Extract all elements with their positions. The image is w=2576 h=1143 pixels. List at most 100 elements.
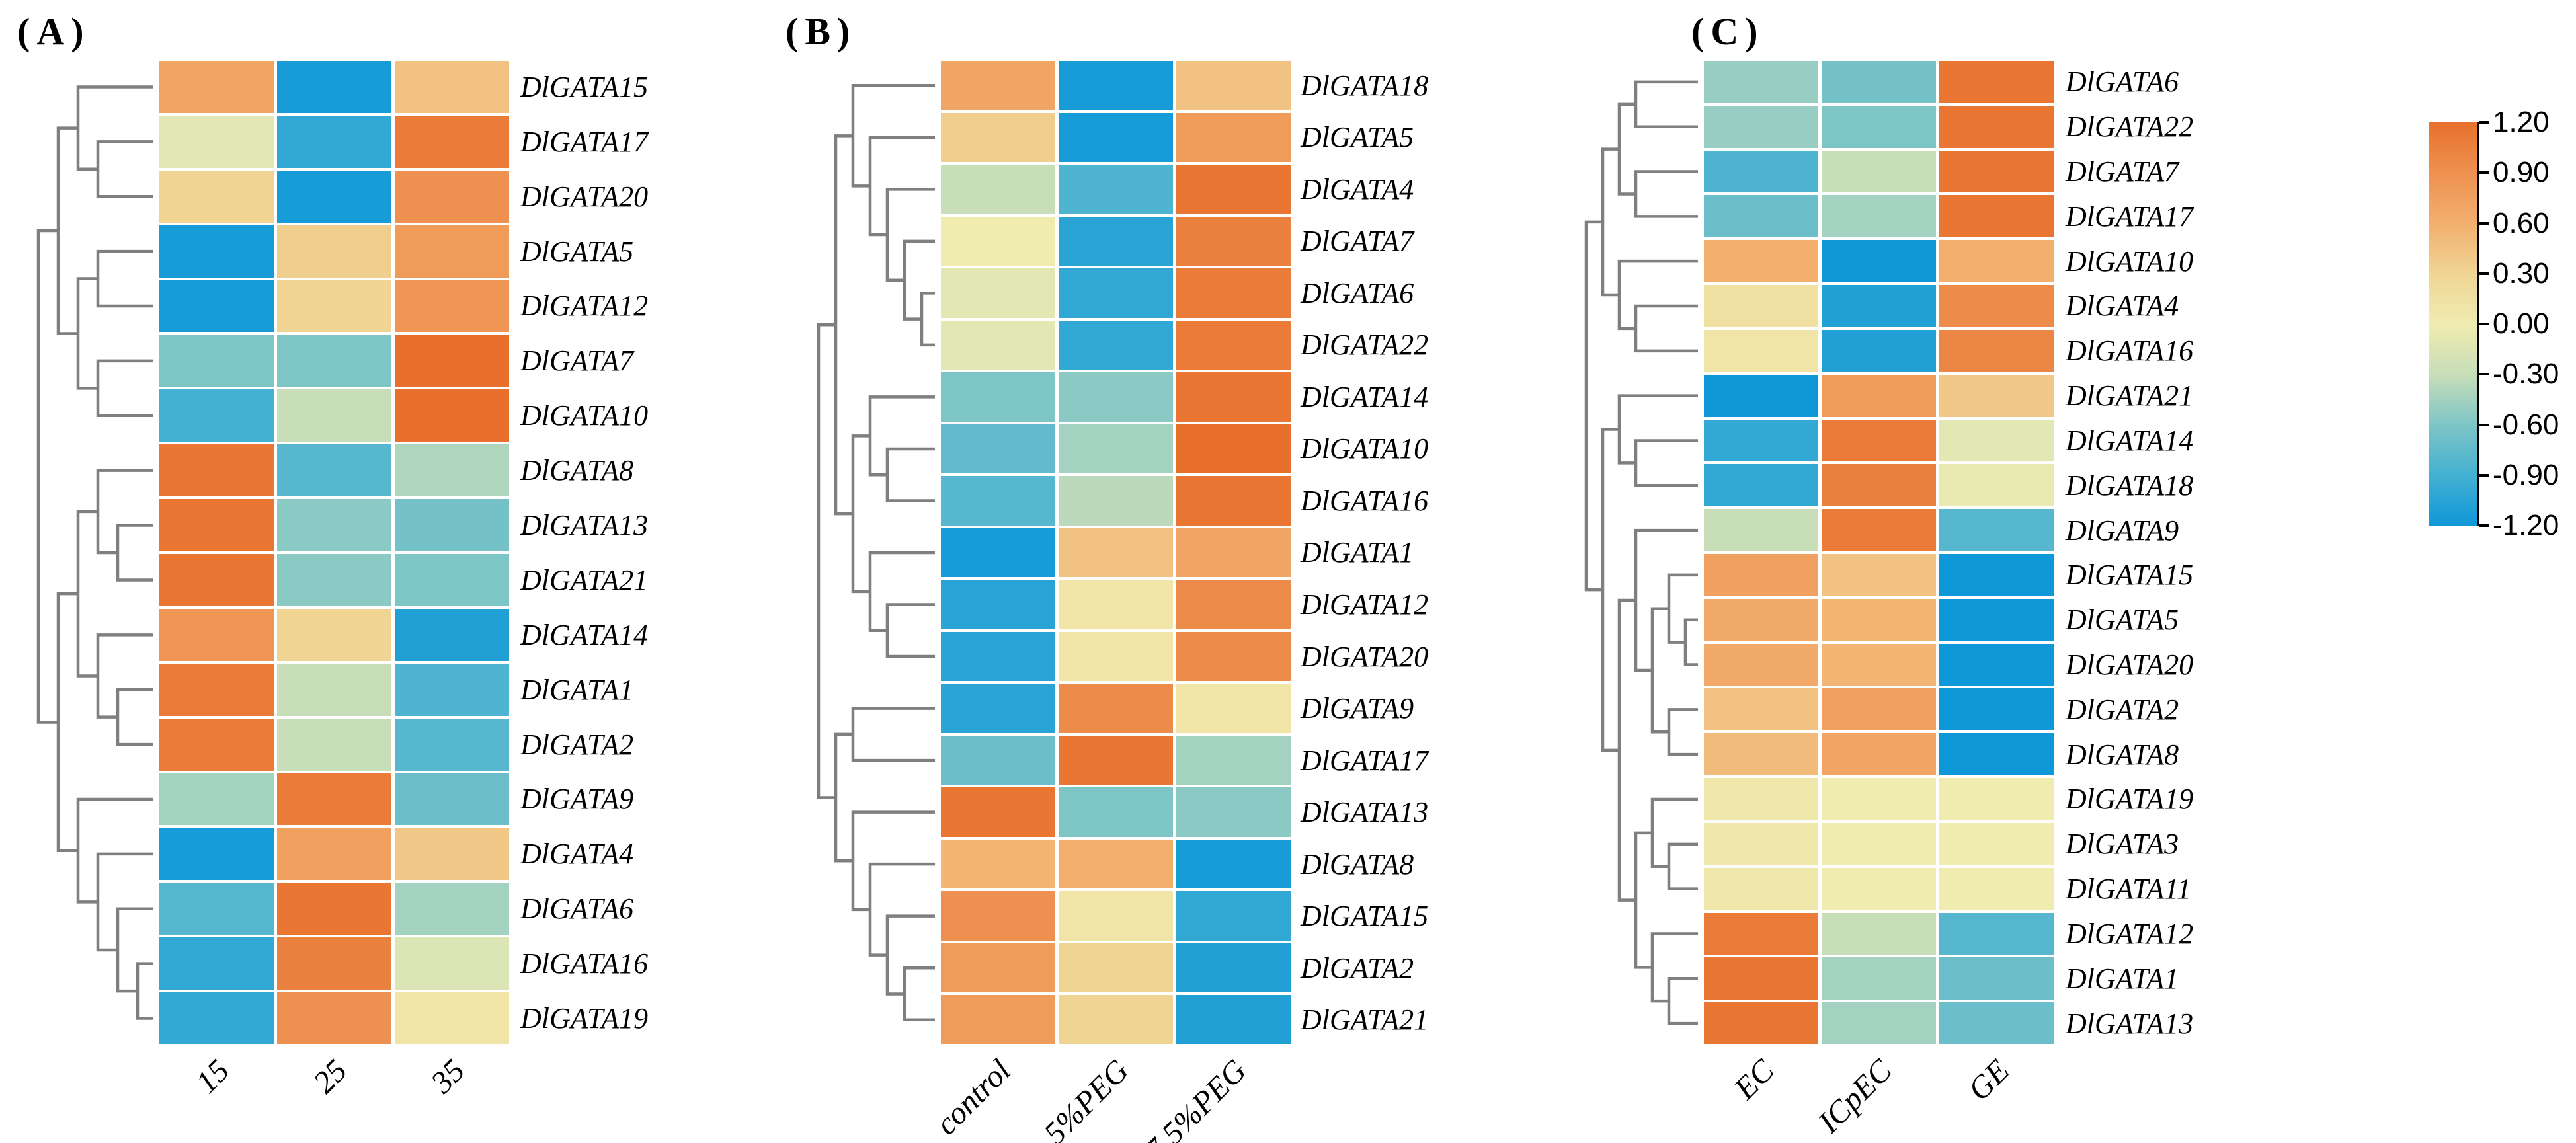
dendrogram-branch: [868, 395, 935, 477]
dendrogram-branch: [96, 249, 153, 308]
row-label: DlGATA1: [520, 673, 634, 706]
row-label: DlGATA16: [2066, 335, 2194, 368]
heatmap-cell: [1058, 112, 1173, 163]
heatmap-cell: [394, 444, 509, 497]
row-label: DlGATA19: [2066, 783, 2194, 816]
row-label: DlGATA17: [2066, 200, 2194, 233]
heatmap-cell: [1703, 374, 1818, 417]
dendrogram-branch: [903, 239, 935, 321]
dendrogram-branch: [1601, 147, 1619, 297]
heatmap-cell: [276, 225, 391, 278]
heatmap-cell: [940, 995, 1055, 1044]
dendrogram-branch: [76, 797, 153, 904]
row-label: DlGATA4: [2066, 290, 2179, 323]
colorbar-tick: [2479, 473, 2489, 477]
row-label: DlGATA3: [2066, 828, 2179, 861]
colorbar-tick: [2479, 272, 2489, 275]
heatmap-cell: [940, 528, 1055, 578]
heatmap-cell: [1939, 643, 2054, 686]
dendrogram-branch: [1650, 607, 1669, 734]
heatmap-cell: [394, 335, 509, 387]
dendrogram-branch: [868, 862, 935, 957]
heatmap-cell: [1703, 150, 1818, 193]
heatmap-cell: [1939, 1002, 2054, 1044]
dendrogram-branch: [903, 966, 935, 1021]
dendrogram-branch: [1634, 170, 1698, 218]
row-label: DlGATA15: [1301, 900, 1429, 933]
heatmap-cell: [276, 61, 391, 113]
heatmap-cell: [1939, 240, 2054, 283]
colorbar-tick: [2479, 373, 2489, 376]
heatmap-cell: [940, 684, 1055, 733]
heatmap-cell: [159, 883, 274, 935]
row-label: DlGATA1: [1301, 536, 1414, 569]
row-label: DlGATA7: [1301, 225, 1414, 258]
heatmap-cell: [940, 424, 1055, 474]
heatmap-cell: [1939, 733, 2054, 776]
dendrogram-branch: [116, 907, 153, 993]
colorbar-tick: [2479, 524, 2489, 527]
dendrogram-branch: [1650, 932, 1698, 1003]
heatmap-cell: [394, 883, 509, 935]
heatmap-cell: [1058, 735, 1173, 785]
heatmap-cell: [276, 170, 391, 223]
heatmap-cell: [1058, 61, 1173, 110]
heatmap-cell: [1821, 598, 1936, 641]
heatmap-cell: [940, 165, 1055, 214]
row-label: DlGATA18: [2066, 469, 2194, 502]
heatmap-cell: [394, 554, 509, 606]
heatmap-cell: [1821, 912, 1936, 955]
heatmap-cell: [1821, 1002, 1936, 1044]
heatmap-cell: [276, 828, 391, 881]
dendrogram-branch: [1617, 102, 1636, 196]
row-label: DlGATA14: [1301, 380, 1429, 413]
heatmap-cell: [1176, 112, 1291, 163]
heatmap-cell: [1939, 150, 2054, 193]
row-label: DlGATA4: [520, 838, 634, 871]
colorbar-tick: [2479, 323, 2489, 325]
heatmap-cell: [1176, 580, 1291, 629]
colorbar-tick-label: -1.20: [2493, 509, 2559, 541]
heatmap-cell: [276, 718, 391, 771]
row-label: DlGATA19: [520, 1002, 649, 1035]
heatmap-cell: [276, 937, 391, 990]
row-label: DlGATA9: [1301, 692, 1414, 725]
row-label: DlGATA1: [2066, 962, 2179, 995]
heatmap-cell: [1821, 374, 1936, 417]
heatmap-cell: [1058, 943, 1173, 993]
colorbar-tick-label: -0.30: [2493, 358, 2559, 391]
heatmap-cell: [1939, 778, 2054, 820]
row-label: DlGATA13: [1301, 796, 1429, 829]
heatmap-cell: [1703, 464, 1818, 507]
heatmap-cell: [159, 773, 274, 826]
heatmap-cell: [394, 225, 509, 278]
row-label: DlGATA13: [520, 509, 649, 542]
heatmap-cell: [1058, 216, 1173, 266]
heatmap-cell: [159, 663, 274, 716]
row-label: DlGATA22: [1301, 329, 1429, 362]
dendrogram-branch: [885, 447, 935, 502]
heatmap-cell: [1821, 867, 1936, 910]
colorbar-tick: [2479, 121, 2489, 124]
dendrogram-branch: [1617, 259, 1698, 331]
row-label: DlGATA4: [1301, 173, 1414, 206]
heatmap-cell: [1058, 372, 1173, 422]
dendrogram-branch: [1634, 439, 1698, 487]
row-label: DlGATA16: [1301, 484, 1429, 517]
heatmap-cell: [1939, 105, 2054, 148]
dendrogram-branch: [817, 323, 836, 799]
heatmap-cell: [159, 61, 274, 113]
row-label: DlGATA8: [2066, 738, 2179, 771]
heatmap-cell: [1176, 891, 1291, 941]
heatmap-cell: [1703, 912, 1818, 955]
dendrogram-branch: [885, 603, 935, 658]
heatmap-cell: [1058, 528, 1173, 578]
row-label: DlGATA21: [2066, 379, 2194, 413]
heatmap-cell: [1939, 195, 2054, 238]
heatmap-cell: [1821, 778, 1936, 820]
heatmap-cell: [1821, 957, 1936, 1000]
heatmap-cell: [276, 554, 391, 606]
heatmap-cell: [394, 499, 509, 551]
heatmap-cell: [940, 631, 1055, 682]
heatmap-cell: [1939, 464, 2054, 507]
